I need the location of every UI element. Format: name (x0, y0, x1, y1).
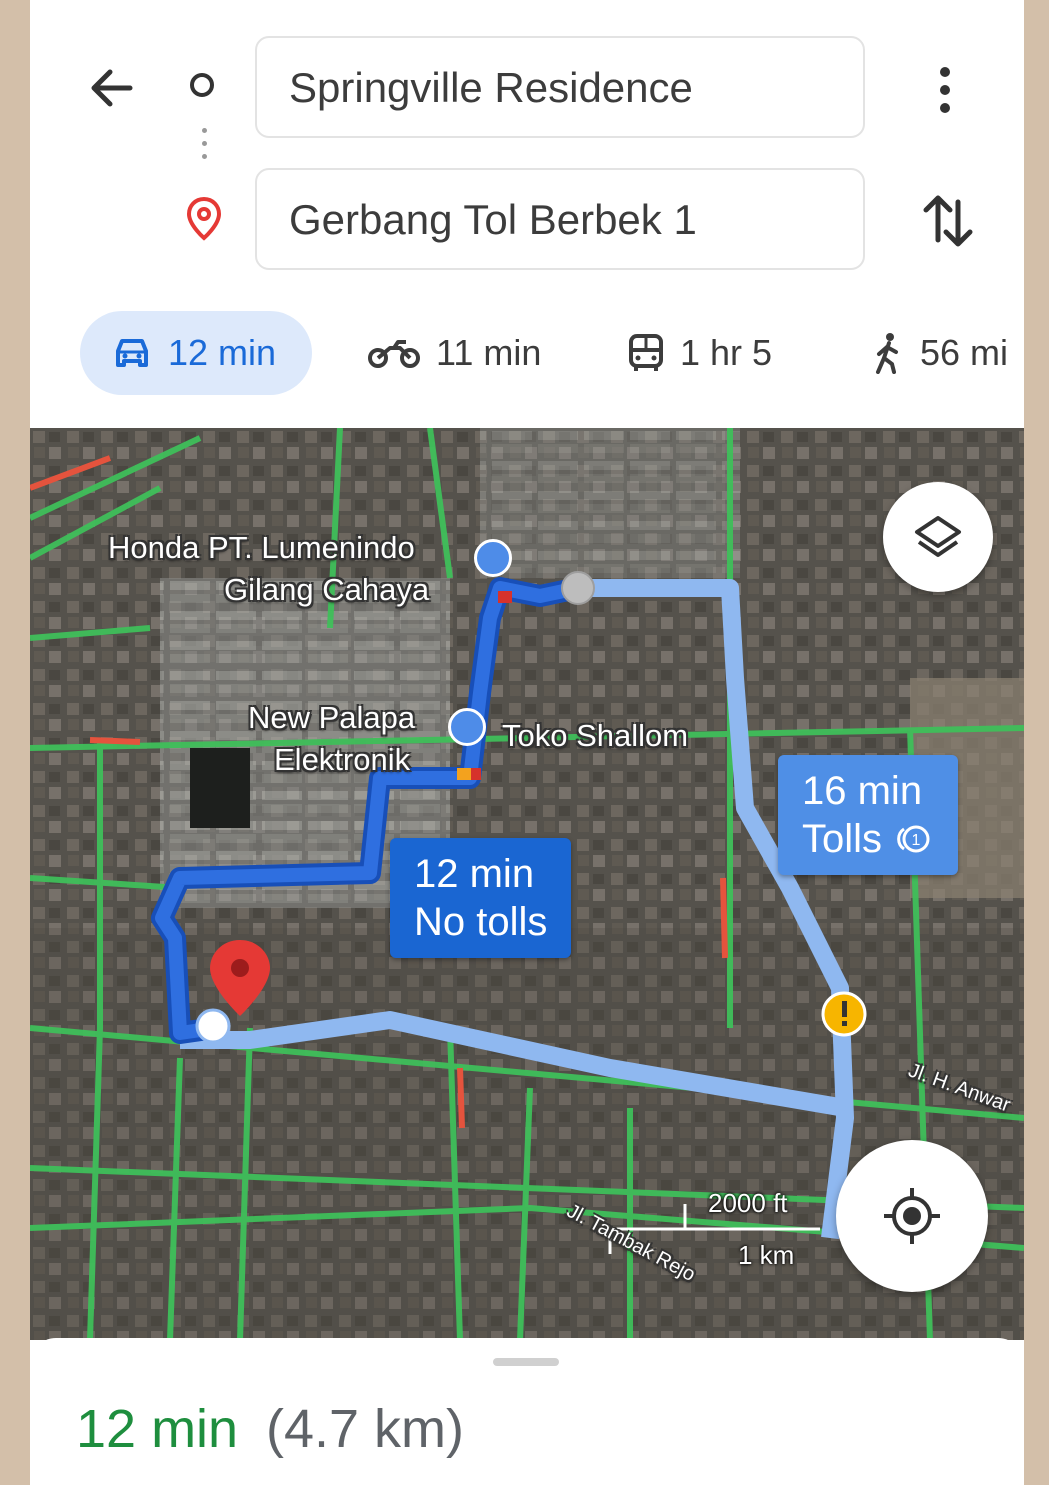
route-primary-tolls: No tolls (414, 900, 548, 944)
route-callout-alternative[interactable]: 16 min Tolls 1 (778, 755, 959, 875)
back-arrow-icon (91, 69, 133, 107)
origin-circle-icon (190, 73, 214, 97)
place-label-honda[interactable]: Honda PT. Lumenindo (108, 530, 415, 565)
toll-coin-icon: 1 (897, 825, 930, 853)
tab-transit[interactable]: 1 hr 5 (628, 311, 772, 395)
phone-screen: Springville Residence Gerbang Tol Berbek… (30, 0, 1024, 1485)
destination-input[interactable]: Gerbang Tol Berbek 1 (255, 168, 865, 270)
place-label-honda-line2[interactable]: Gilang Cahaya (224, 572, 430, 607)
origin-input[interactable]: Springville Residence (255, 36, 865, 138)
tab-walking-label: 56 mi (920, 332, 1009, 373)
route-summary-sheet[interactable]: 12 min (4.7 km) (30, 1338, 1024, 1485)
bus-icon (629, 334, 663, 371)
route-connector-dots (202, 128, 208, 178)
route-primary-time: 12 min (414, 852, 535, 896)
tab-transit-label: 1 hr 5 (680, 332, 773, 373)
scale-imperial: 2000 ft (708, 1188, 788, 1218)
svg-text:1: 1 (912, 832, 921, 849)
summary-distance: (4.7 km) (266, 1399, 465, 1459)
car-icon (116, 339, 148, 367)
more-options-button[interactable] (930, 60, 960, 120)
shopping-poi-icon[interactable] (448, 708, 486, 746)
place-label-new-palapa[interactable]: New Palapa (248, 700, 416, 735)
motorcycle-icon (368, 340, 420, 368)
satellite-map (30, 428, 1024, 1340)
map-view[interactable]: Honda PT. Lumenindo Gilang Cahaya New Pa… (30, 428, 1024, 1340)
directions-header: Springville Residence Gerbang Tol Berbek… (30, 0, 1024, 428)
scale-metric: 1 km (738, 1240, 795, 1270)
swap-route-button[interactable] (918, 188, 978, 254)
more-vert-icon (940, 67, 950, 113)
tab-driving[interactable]: 12 min (80, 311, 312, 395)
my-location-button[interactable] (836, 1140, 988, 1292)
tab-driving-label: 12 min (168, 332, 277, 373)
my-location-icon (884, 1188, 940, 1244)
summary-time: 12 min (76, 1399, 239, 1459)
layers-icon (915, 516, 961, 557)
swap-vert-icon (923, 195, 973, 247)
map-layers-button[interactable] (883, 482, 993, 592)
tab-walking[interactable]: 56 mi (870, 311, 1008, 395)
place-label-toko-shallom[interactable]: Toko Shallom (502, 718, 689, 753)
back-button[interactable] (82, 58, 142, 118)
destination-pin-icon (186, 196, 222, 242)
sheet-drag-handle[interactable] (493, 1358, 559, 1366)
tab-motorcycle-label: 11 min (436, 332, 542, 373)
route-callout-primary[interactable]: 12 min No tolls (390, 838, 572, 958)
place-label-new-palapa-line2[interactable]: Elektronik (274, 742, 411, 777)
shopping-poi-icon[interactable] (474, 539, 512, 577)
travel-mode-tabs: 12 min 11 min 1 hr 5 (30, 305, 1024, 399)
walk-icon (876, 333, 898, 374)
route-alt-tolls: Tolls (802, 817, 883, 861)
tab-motorcycle[interactable]: 11 min (368, 311, 541, 395)
route-alt-time: 16 min (802, 769, 923, 813)
